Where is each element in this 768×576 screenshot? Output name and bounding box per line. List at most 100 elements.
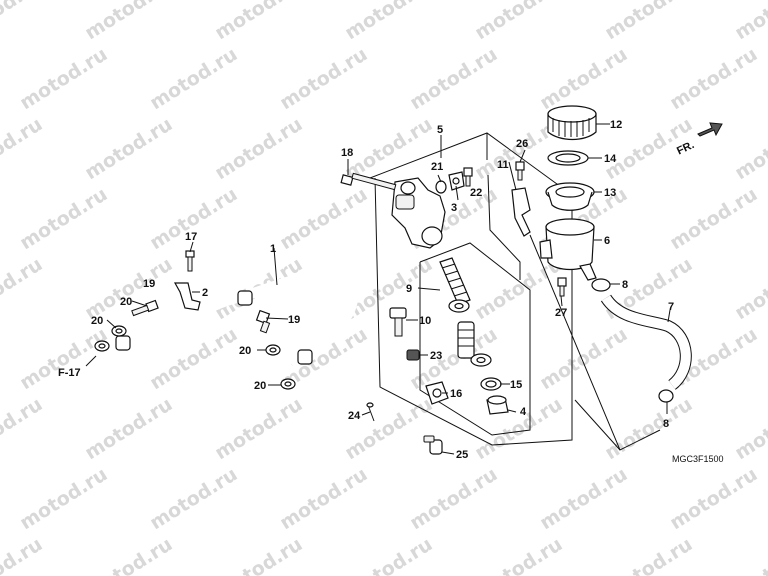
watermark-text: motod.ru [471, 533, 566, 576]
label-5: 5 [437, 124, 443, 136]
watermark-text: motod.ru [16, 43, 111, 114]
label-1: 1 [270, 243, 276, 255]
watermark-text: motod.ru [211, 113, 306, 184]
watermark-text: motod.ru [211, 533, 306, 576]
part-piston-set [448, 299, 509, 415]
part-23-nut [406, 349, 420, 361]
label-20a: 20 [120, 296, 132, 308]
watermark-text: motod.ru [276, 43, 371, 114]
label-6: 6 [604, 235, 610, 247]
part-small-fittings [435, 167, 473, 194]
part-diaphragm-plate-14 [547, 150, 589, 166]
label-20d: 20 [254, 380, 266, 392]
watermark-text: motod.ru [81, 393, 176, 464]
part-number-labels: 1 2 3 4 5 6 7 8 8 9 10 11 12 13 14 15 16… [91, 119, 674, 461]
label-16: 16 [450, 388, 462, 400]
watermark-text: motod.ru [341, 0, 436, 44]
part-push-rod-9 [439, 257, 471, 305]
watermark-text: motod.ru [666, 43, 761, 114]
watermark-text: motod.ru [536, 323, 631, 394]
label-21: 21 [431, 161, 443, 173]
label-3: 3 [451, 202, 457, 214]
part-bolt-19 [131, 299, 271, 334]
label-2: 2 [202, 287, 208, 299]
watermark-text: motod.ru [731, 0, 768, 44]
leader-lines [106, 123, 671, 455]
watermark-text: motod.ru [16, 463, 111, 534]
front-direction-arrow [697, 122, 723, 137]
part-25-pin [423, 435, 443, 455]
label-24: 24 [348, 410, 361, 422]
part-10-bolt [389, 307, 407, 337]
watermark-text: motod.ru [146, 43, 241, 114]
part-hose [113, 269, 359, 372]
watermark-text: motod.ru [276, 463, 371, 534]
label-26: 26 [516, 138, 528, 150]
watermark-text: motod.ru [471, 0, 566, 44]
watermark-text: motod.ru [666, 463, 761, 534]
ref-f17: F-17 [58, 367, 81, 379]
watermark-text: motod.ru [731, 113, 768, 184]
watermark-text: motod.ru [341, 533, 436, 576]
label-25: 25 [456, 449, 468, 461]
label-7: 7 [668, 301, 674, 313]
label-8b: 8 [663, 418, 669, 430]
label-14: 14 [604, 153, 617, 165]
watermark-text: motod.ru [0, 253, 46, 324]
part-clips-8 [591, 278, 674, 403]
label-12: 12 [610, 119, 622, 131]
part-master-cylinder [340, 172, 446, 249]
watermark-text: motod.ru [276, 183, 371, 254]
label-19b: 19 [288, 314, 300, 326]
watermark-text: motod.ru [81, 0, 176, 44]
part-bolt-17 [185, 250, 195, 272]
label-19a: 19 [143, 278, 155, 290]
watermark-text: motod.ru [536, 43, 631, 114]
label-11: 11 [497, 159, 509, 171]
watermark-text: motod.ru [471, 393, 566, 464]
watermark-text: motod.ru [81, 533, 176, 576]
part-washers-20 [94, 325, 296, 390]
part-24-pin [366, 402, 375, 422]
watermark-text: motod.ru [0, 393, 46, 464]
watermark-text: motod.ru [406, 43, 501, 114]
part-bolt-26 [515, 161, 525, 181]
label-4: 4 [520, 406, 527, 418]
watermark-text: motod.ru [731, 253, 768, 324]
watermark-text: motod.ru [211, 0, 306, 44]
watermark-text: motod.ru [536, 463, 631, 534]
part-16-joint [425, 381, 449, 405]
part-hose-7 [600, 294, 692, 390]
label-23: 23 [430, 350, 442, 362]
part-clamp [173, 282, 201, 311]
watermark-text: motod.ru [16, 183, 111, 254]
watermark-text: motod.ru [81, 113, 176, 184]
watermark-text: motod.ru [0, 0, 46, 44]
watermark-text: motod.ru [601, 533, 696, 576]
label-17: 17 [185, 231, 197, 243]
label-10: 10 [419, 315, 431, 327]
label-13: 13 [604, 187, 616, 199]
watermark-text: motod.ru [666, 183, 761, 254]
watermark-text: motod.ru [601, 0, 696, 44]
part-reservoir-cap-12 [547, 105, 597, 141]
assembly-frame [369, 132, 661, 451]
label-8a: 8 [622, 279, 628, 291]
label-20b: 20 [91, 315, 103, 327]
label-20c: 20 [239, 345, 251, 357]
watermark-text: motod.ru [341, 393, 436, 464]
watermark-text: motod.ru [146, 463, 241, 534]
watermark-text: motod.ru [0, 533, 46, 576]
diagram-code: MGC3F1500 [672, 454, 724, 464]
watermark-text: motod.ru [146, 183, 241, 254]
label-18: 18 [341, 147, 353, 159]
watermark-text: motod.ru [0, 113, 46, 184]
watermark-text: motod.ru [81, 253, 176, 324]
part-bracket-11 [511, 187, 531, 237]
watermark-text: motod.ru [731, 533, 768, 576]
label-9: 9 [406, 283, 412, 295]
label-27: 27 [555, 307, 567, 319]
label-15: 15 [510, 379, 522, 391]
